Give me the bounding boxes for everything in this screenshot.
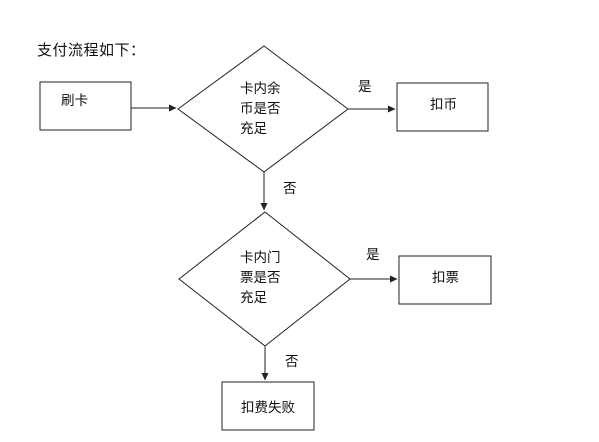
deduct-ticket-label: 扣票 [432,270,459,286]
ticket-check-line-2: 票是否 [240,270,281,286]
page-title: 支付流程如下： [37,41,146,59]
edge-label-ticket-no: 否 [285,354,299,370]
coin-check-line-2: 币是否 [240,101,281,117]
swipe-card-box [39,81,132,131]
deduct-ticket-box [398,255,492,305]
deduct-coin-box [396,82,489,132]
node-deduct-fail: 扣费失败 [221,381,315,431]
deduct-fail-box [221,381,315,431]
edge-label-coin-yes: 是 [358,79,372,95]
edge-label-coin-no: 否 [283,181,297,197]
coin-check-line-3: 充足 [240,121,267,137]
node-deduct-ticket: 扣票 [398,255,492,305]
swipe-card-label: 刷卡 [61,93,88,109]
deduct-coin-label: 扣币 [430,97,457,113]
node-ticket-check: 卡内门 票是否 充足 [178,211,351,347]
ticket-check-line-1: 卡内门 [240,250,281,266]
edge-label-ticket-yes: 是 [366,247,380,263]
coin-check-line-1: 卡内余 [240,80,281,97]
node-deduct-coin: 扣币 [396,82,489,132]
node-swipe-card: 刷卡 [39,81,132,131]
ticket-check-line-3: 充足 [240,290,267,306]
deduct-fail-label: 扣费失败 [241,400,295,416]
node-coin-check: 卡内余 币是否 充足 [177,45,349,173]
